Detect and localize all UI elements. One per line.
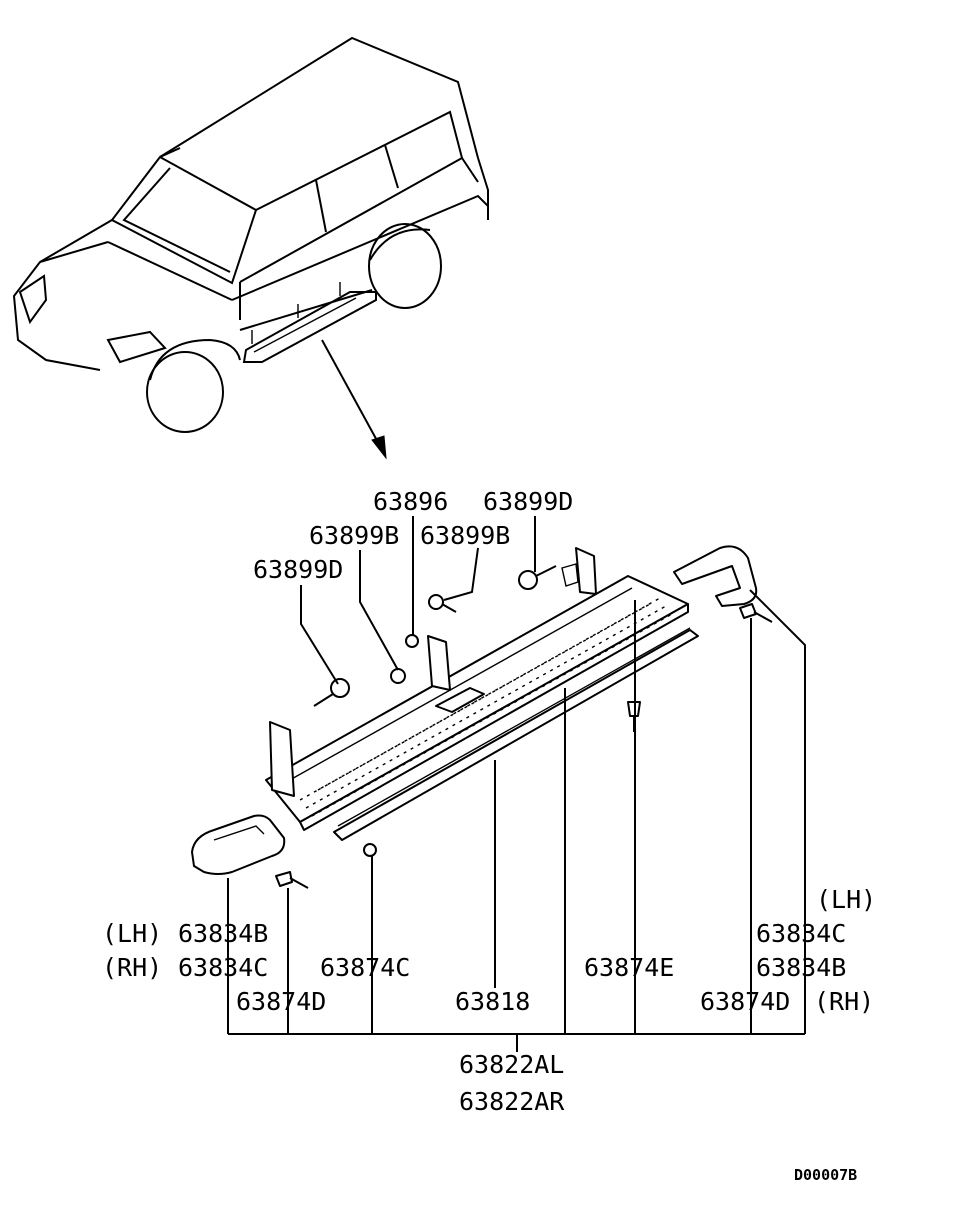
label-rh-left: (RH) xyxy=(102,953,162,982)
side-step-assembly xyxy=(191,545,773,889)
label-63899D-top: 63899D xyxy=(483,487,573,516)
label-lh-right: (LH) xyxy=(816,885,876,914)
clip-63874C xyxy=(363,843,377,857)
label-63834B-left: 63834B xyxy=(178,919,268,948)
label-63822AL: 63822AL xyxy=(459,1050,564,1079)
label-63899B-left: 63899B xyxy=(309,521,399,550)
label-63834C-right: 63834C xyxy=(756,919,846,948)
label-63834B-right: 63834B xyxy=(756,953,846,982)
bolt-63899D-left xyxy=(313,678,350,707)
bolt-63899B-right xyxy=(428,594,457,613)
hole-pattern xyxy=(299,597,673,817)
label-63874E: 63874E xyxy=(584,953,674,982)
nut-63896 xyxy=(405,634,419,648)
label-63899D-left: 63899D xyxy=(253,555,343,584)
label-63818: 63818 xyxy=(455,987,530,1016)
label-63834C-left: 63834C xyxy=(178,953,268,982)
label-63899B-right: 63899B xyxy=(420,521,510,550)
label-63874C: 63874C xyxy=(320,953,410,982)
label-63874D-right: 63874D xyxy=(700,987,790,1016)
bolt-63899B-left xyxy=(390,668,406,684)
leader-lines xyxy=(227,516,806,1052)
label-63822AR: 63822AR xyxy=(459,1087,565,1116)
bolt-63874D-right xyxy=(739,603,773,623)
vehicle-illustration xyxy=(12,36,489,460)
label-63896: 63896 xyxy=(373,487,448,516)
part-labels: 63896 63899D 63899B 63899B 63899D (LH) 6… xyxy=(102,487,876,1184)
diagram-code: D00007B xyxy=(794,1166,857,1184)
bolt-63874D-left xyxy=(275,871,309,889)
label-rh-right: (RH) xyxy=(814,987,874,1016)
bolt-63899D-right xyxy=(518,565,557,590)
label-lh-left: (LH) xyxy=(102,919,162,948)
label-63874D-left: 63874D xyxy=(236,987,326,1016)
